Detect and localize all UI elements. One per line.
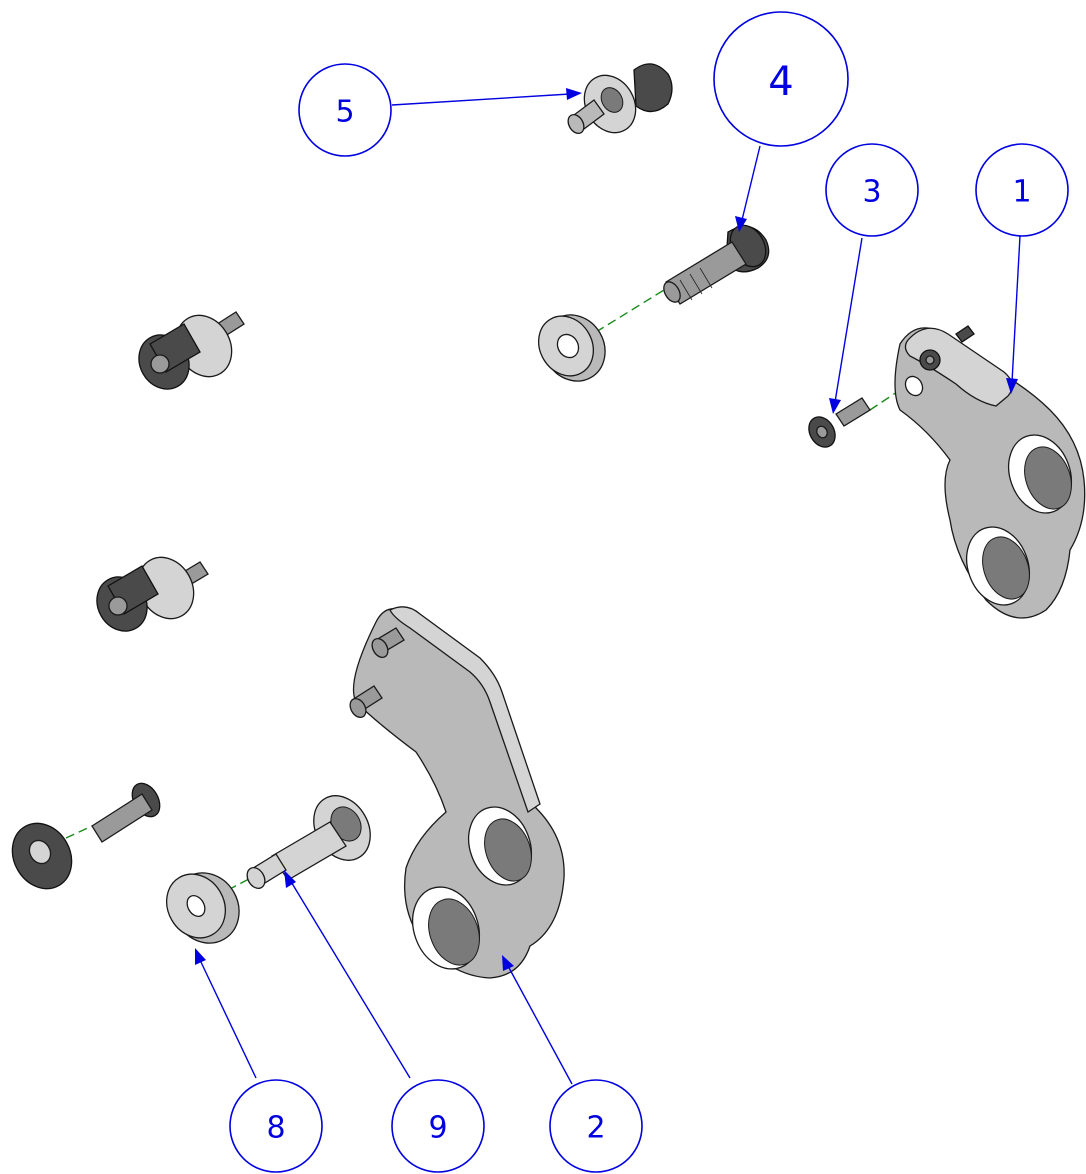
part-4-washer: [538, 314, 606, 382]
balloon-3: 3: [825, 143, 919, 237]
balloon-4-label: 4: [768, 59, 793, 105]
leader-3: [829, 237, 863, 414]
balloon-5-label: 5: [335, 95, 354, 130]
balloon-2-label: 2: [586, 1111, 605, 1146]
left-bolt-and-washer: [11, 782, 161, 890]
leader-2: [502, 955, 573, 1085]
part-9-shoulder-pin: [246, 795, 371, 889]
left-screw-assembly-upper: [138, 311, 245, 390]
part-2-bracket: [349, 606, 565, 979]
balloon-9: 9: [391, 1079, 485, 1173]
left-screw-assembly-lower: [96, 556, 209, 632]
balloon-8-label: 8: [266, 1111, 285, 1146]
balloon-9-label: 9: [428, 1111, 447, 1146]
leader-5: [391, 88, 582, 106]
part-1-bracket: [894, 325, 1086, 619]
balloon-2: 2: [549, 1079, 643, 1173]
balloon-3-label: 3: [862, 175, 881, 210]
leader-1: [1006, 235, 1021, 394]
part-4-bolt: [663, 224, 770, 305]
part-3-countersunk-screw: [808, 397, 871, 448]
axis-item4: [595, 289, 665, 333]
balloon-1: 1: [975, 143, 1069, 237]
balloon-5: 5: [298, 63, 392, 157]
balloon-1-label: 1: [1012, 175, 1031, 210]
leader-8: [195, 948, 257, 1079]
balloon-8: 8: [229, 1079, 323, 1173]
balloon-4: 4: [713, 11, 849, 147]
axis-left-screw: [65, 825, 93, 839]
leader-9: [284, 870, 411, 1079]
leader-4: [735, 145, 761, 232]
part-5-screw-assembly: [567, 63, 673, 134]
part-8-washer: [166, 872, 240, 944]
